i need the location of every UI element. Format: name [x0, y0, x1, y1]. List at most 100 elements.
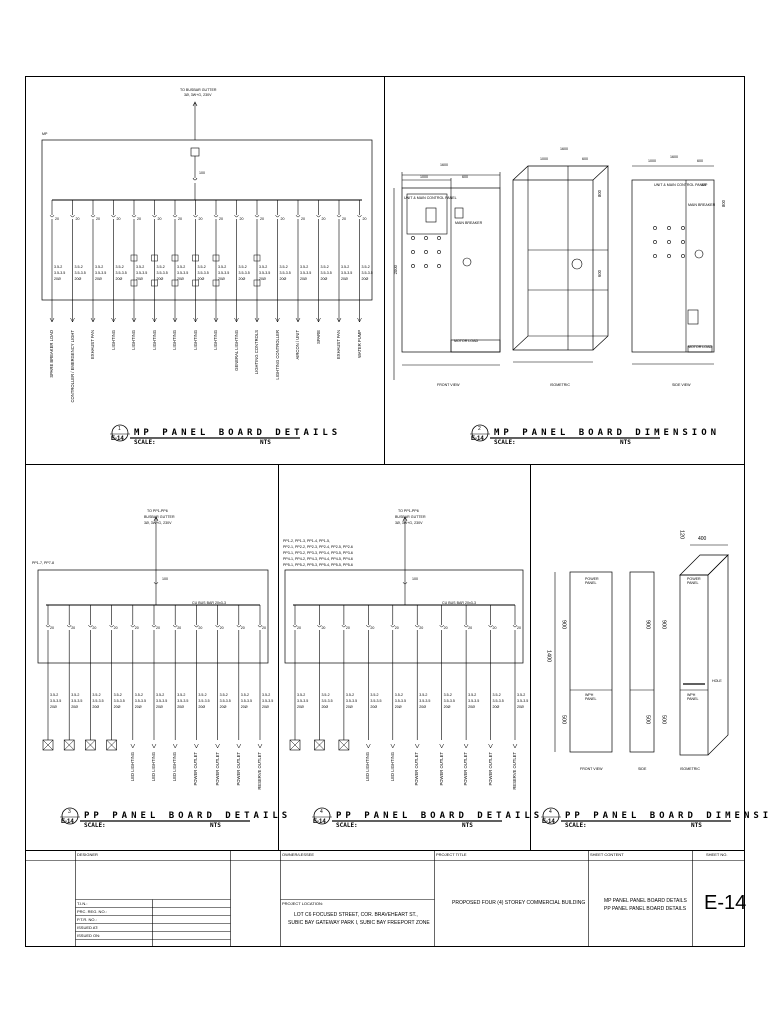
cable-size: 3.5-2	[156, 265, 165, 269]
breaker-rating: 20	[113, 626, 118, 630]
dimension: 900	[660, 620, 667, 630]
view-label: SIDE VIEW	[672, 383, 691, 387]
dimension-overall: 1600	[440, 163, 448, 167]
bus-bar-label: CU BUS BAR 20x3-3	[192, 601, 226, 605]
conduit-size: 20Ø	[300, 277, 307, 281]
breaker-rating: 20	[156, 626, 160, 630]
conduit-size: 20Ø	[95, 277, 102, 281]
load-description: LIGHTING	[172, 330, 177, 350]
detail-ref: E-14	[542, 819, 555, 825]
breaker-rating: 20	[468, 626, 473, 630]
feeder-voltage: 3Ø, 3W+G, 230V	[184, 93, 212, 97]
cable-size: 3.5-3.5	[297, 699, 309, 703]
view-label: ISOMETRIC	[680, 767, 700, 771]
cable-size: 3.5-3.5	[320, 271, 332, 275]
conduit-size: 20Ø	[240, 705, 248, 709]
cable-size: 3.5-2	[54, 265, 63, 269]
load-description: SPARE BREAKER LOAD	[49, 330, 54, 378]
cable-size: 3.5-3.5	[517, 699, 529, 703]
detail-ref: E-14	[111, 436, 124, 442]
cable-size: 3.5-2	[394, 693, 403, 697]
dimension: 900	[560, 620, 567, 630]
cable-size: 3.5-3.5	[198, 699, 210, 703]
detail-ref: E-14	[313, 819, 326, 825]
conduit-size: 20Ø	[370, 705, 378, 709]
scale-value: NTS	[620, 439, 631, 446]
detail-title: MP PANEL BOARD DIMENSION	[494, 428, 721, 438]
conduit-size: 20Ø	[156, 277, 164, 281]
breaker-rating: 20	[321, 217, 326, 221]
conduit-size: 20Ø	[177, 705, 184, 709]
conduit-size: 20Ø	[92, 705, 100, 709]
breaker-rating: 20	[301, 217, 305, 221]
cable-size: 3.5-2	[341, 265, 350, 269]
cable-size: 3.5-2	[198, 693, 207, 697]
breaker-rating: 20	[92, 626, 97, 630]
panel-list-line: PP5-1, PP5-2, PP5-3, PP5-4, PP5-5, PP5-6	[283, 563, 353, 567]
cable-size: 3.5-3.5	[279, 271, 291, 275]
project-location: SUBIC BAY GATEWAY PARK I, SUBIC BAY FREE…	[288, 920, 430, 926]
wph-panel-label: WPH PANEL	[585, 693, 597, 701]
cable-size: 3.5-2	[218, 265, 227, 269]
dimension-left: 1000	[648, 159, 656, 163]
main-breaker-label: MAIN BREAKER	[688, 203, 716, 207]
breaker-rating: 20	[55, 217, 59, 221]
cable-size: 3.5-2	[279, 265, 288, 269]
scale-value: NTS	[691, 822, 702, 829]
cable-size: 3.5-3.5	[134, 699, 146, 703]
conduit-size: 20Ø	[218, 277, 225, 281]
load-description: POWER OUTLET	[438, 752, 444, 786]
load-description: LIGHTING	[151, 330, 157, 350]
cable-size: 3.5-2	[370, 693, 379, 697]
cable-size: 3.5-2	[240, 693, 249, 697]
scale-value: NTS	[462, 822, 473, 829]
detail-number: 3	[68, 809, 71, 815]
cable-size: 3.5-3.5	[300, 271, 312, 275]
dimension-left: 1000	[540, 157, 548, 161]
feeder-voltage: 3Ø, 3W+G, 230V	[395, 521, 423, 525]
scale-value: NTS	[210, 822, 221, 829]
conduit-size: 20Ø	[115, 277, 123, 281]
power-panel-label: POWER PANEL	[687, 577, 701, 585]
cable-size: 3.5-2	[197, 265, 206, 269]
load-description: POWER OUTLET	[193, 752, 199, 786]
breaker-rating: 20	[71, 626, 76, 630]
project-location: LOT C6 FOCUSED STREET, COR. BRAVEHEART S…	[294, 912, 418, 918]
conduit-size: 20Ø	[341, 277, 348, 281]
load-description: LIGHTING CONTROLLER	[274, 330, 280, 380]
dimension-right: 600	[462, 175, 468, 179]
cable-size: 3.5-3.5	[177, 271, 189, 275]
cable-size: 3.5-3.5	[370, 699, 382, 703]
cable-size: 3.5-2	[74, 265, 83, 269]
cable-size: 3.5-2	[468, 693, 477, 697]
load-description: WATER PUMP	[356, 330, 362, 358]
cable-size: 3.5-2	[259, 265, 268, 269]
cable-size: 3.5-3.5	[443, 699, 455, 703]
cable-size: 3.5-2	[177, 265, 186, 269]
cable-size: 3.5-3.5	[156, 699, 168, 703]
cable-size: 3.5-3.5	[341, 271, 353, 275]
load-description: GENERAL LIGHTING	[233, 330, 239, 371]
motor-load-label: MOTOR LOAD	[454, 339, 479, 343]
cable-size: 3.5-2	[156, 693, 165, 697]
cable-size: 3.5-2	[361, 265, 370, 269]
sheet-content: PP PANEL PANEL BOARD DETAILS	[604, 906, 687, 912]
cable-size: 3.5-3.5	[92, 699, 104, 703]
feeder-voltage: 3Ø, 3W+G, 230V	[144, 521, 172, 525]
credential-label: T.I.N.:	[77, 901, 88, 906]
breaker-rating: 20	[50, 626, 54, 630]
conduit-size: 20Ø	[134, 705, 142, 709]
detail-title: PP PANEL BOARD DETAILS	[336, 811, 544, 821]
load-description: RESERVE OUTLET	[257, 752, 262, 790]
cable-size: 3.5-2	[177, 693, 186, 697]
feeder-label: BUSBAR GUTTER	[395, 515, 426, 519]
load-description: LIGHTING	[110, 330, 116, 350]
breaker-rating: 20	[75, 217, 80, 221]
scale-label: SCALE:	[494, 439, 516, 446]
conduit-size: 20Ø	[50, 705, 57, 709]
breaker-rating: 20	[443, 626, 448, 630]
load-description: AIRCON / UNIT	[295, 330, 300, 360]
feeder-label: TO BUSBAR GUTTER	[180, 88, 217, 92]
conduit-size: 20Ø	[259, 277, 266, 281]
